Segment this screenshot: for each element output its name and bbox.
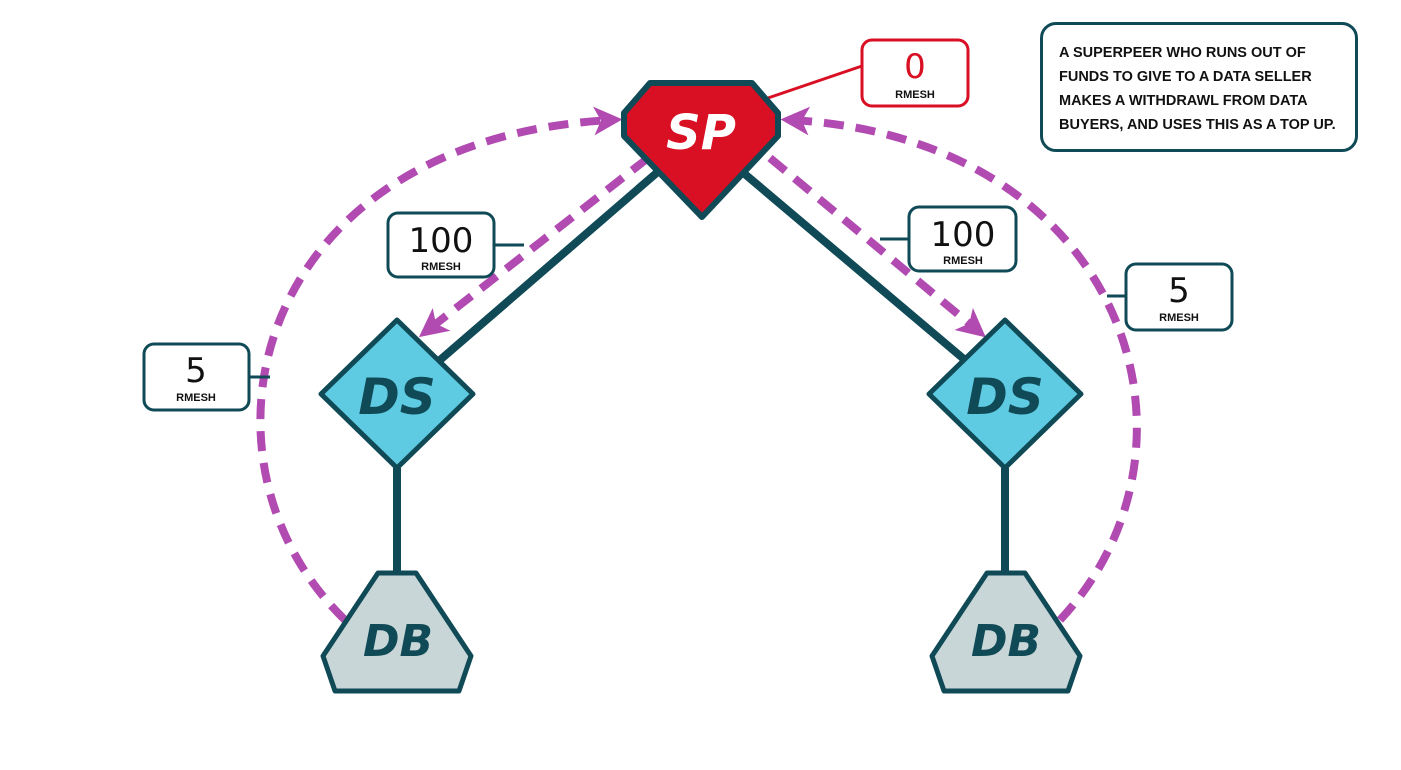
balance-value: 100 — [409, 221, 474, 261]
arrow-superpeer-to-seller-right — [767, 154, 986, 338]
superpeer-label: SP — [666, 105, 736, 161]
balance-value: 5 — [185, 351, 207, 391]
balance-tag-buyer-right: 5 RMESH — [1124, 262, 1234, 332]
balance-tag-seller-left: 100 RMESH — [386, 211, 496, 279]
balance-unit: RMESH — [421, 261, 461, 273]
buyer-node-left: DB — [320, 570, 474, 694]
explanation-note-text: A SUPERPEER WHO RUNS OUT OF FUNDS TO GIV… — [1059, 45, 1336, 133]
balance-tag-seller-right: 100 RMESH — [907, 205, 1018, 273]
balance-unit: RMESH — [176, 392, 216, 404]
arrow-buyer-left-to-superpeer — [256, 106, 623, 623]
arrow-buyer-right-to-superpeer — [780, 106, 1141, 623]
balance-unit: RMESH — [895, 89, 935, 101]
data-seller-diamond-icon — [926, 317, 1084, 471]
link-superpeer-seller-right — [736, 166, 969, 364]
superpeer-node: SP — [621, 80, 781, 220]
balance-tag-superpeer: 0 RMESH — [860, 38, 970, 108]
arrow-superpeer-to-seller-left — [418, 154, 651, 338]
balance-value: 0 — [904, 47, 926, 87]
link-superpeer-seller-left — [436, 166, 664, 364]
balance-value: 100 — [931, 215, 996, 255]
balance-value: 5 — [1168, 271, 1190, 311]
buyer-node-right: DB — [929, 570, 1083, 694]
seller-node-left: DS — [318, 317, 476, 471]
data-seller-diamond-icon — [318, 317, 476, 471]
leader-superpeer — [767, 64, 863, 100]
seller-node-right: DS — [926, 317, 1084, 471]
balance-unit: RMESH — [1159, 312, 1199, 324]
data-buyer-hexagon-icon — [320, 570, 474, 694]
buyer-left-label: DB — [363, 616, 433, 667]
seller-right-label: DS — [966, 368, 1044, 426]
balance-unit: RMESH — [943, 255, 983, 267]
explanation-note: A SUPERPEER WHO RUNS OUT OF FUNDS TO GIV… — [1040, 22, 1358, 152]
superpeer-gem-icon — [621, 80, 781, 220]
buyer-right-label: DB — [971, 616, 1041, 667]
seller-left-label: DS — [358, 368, 436, 426]
data-buyer-hexagon-icon — [929, 570, 1083, 694]
balance-tag-buyer-left: 5 RMESH — [142, 342, 251, 412]
